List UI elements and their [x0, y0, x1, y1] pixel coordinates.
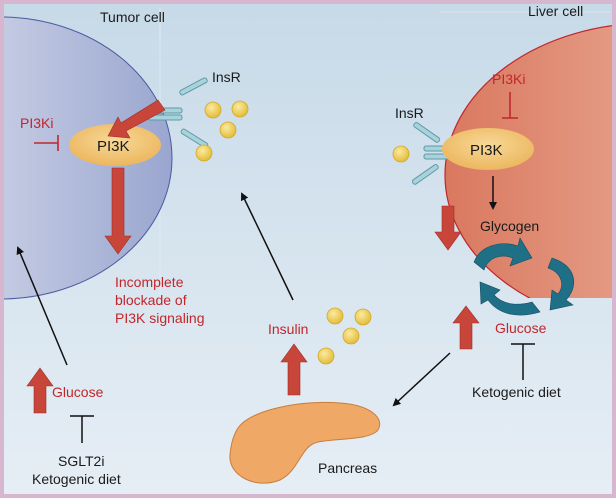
inhibit-icon: [511, 343, 535, 380]
insr-left-label: InsR: [212, 69, 241, 85]
inhibit-icon: [70, 415, 94, 443]
incomplete-line1: Incomplete: [115, 274, 184, 290]
pi3k-right-label: PI3K: [470, 142, 503, 159]
inhibit-icon: [502, 92, 518, 119]
inhibit-icon: [34, 135, 59, 151]
incomplete-line2: blockade of: [115, 292, 187, 308]
glycogen-label: Glycogen: [480, 218, 539, 234]
red-arrow-down-icon: [434, 205, 462, 251]
red-arrow-icon: [107, 99, 166, 139]
liver-cell: [444, 25, 612, 298]
insulin-label: Insulin: [268, 321, 308, 337]
pi3k-left-label: PI3K: [97, 138, 130, 155]
red-arrows: [26, 99, 480, 414]
insr-right-label: InsR: [395, 105, 424, 121]
incomplete-line3: PI3K signaling: [115, 310, 205, 326]
pancreas-label: Pancreas: [318, 460, 377, 476]
ketogenic-left-label: Ketogenic diet: [32, 471, 121, 487]
sglt2i-label: SGLT2i: [58, 453, 104, 469]
liver-cell-label: Liver cell: [528, 3, 583, 19]
cycle-arrows-icon: [473, 237, 575, 316]
pancreas: [229, 402, 381, 484]
ketogenic-right-label: Ketogenic diet: [472, 384, 561, 400]
pi3k-left: [69, 124, 161, 166]
red-arrow-down-icon: [104, 167, 132, 255]
red-arrow-up-icon: [452, 305, 480, 350]
red-arrow-up-icon: [280, 343, 308, 396]
red-arrow-up-icon: [26, 367, 54, 414]
glucose-right-label: Glucose: [495, 320, 547, 336]
tumor-cell-label: Tumor cell: [100, 9, 165, 25]
arrow-icon: [240, 192, 294, 301]
pi3k-right: [442, 128, 534, 170]
arrow-icon: [392, 352, 451, 407]
arrow-icon: [16, 246, 68, 366]
black-arrows: [16, 176, 535, 443]
insulin-molecules: [195, 100, 410, 365]
pi3ki-right-label: PI3Ki: [492, 71, 525, 87]
glucose-left-label: Glucose: [52, 384, 104, 400]
pi3ki-left-label: PI3Ki: [20, 115, 53, 131]
